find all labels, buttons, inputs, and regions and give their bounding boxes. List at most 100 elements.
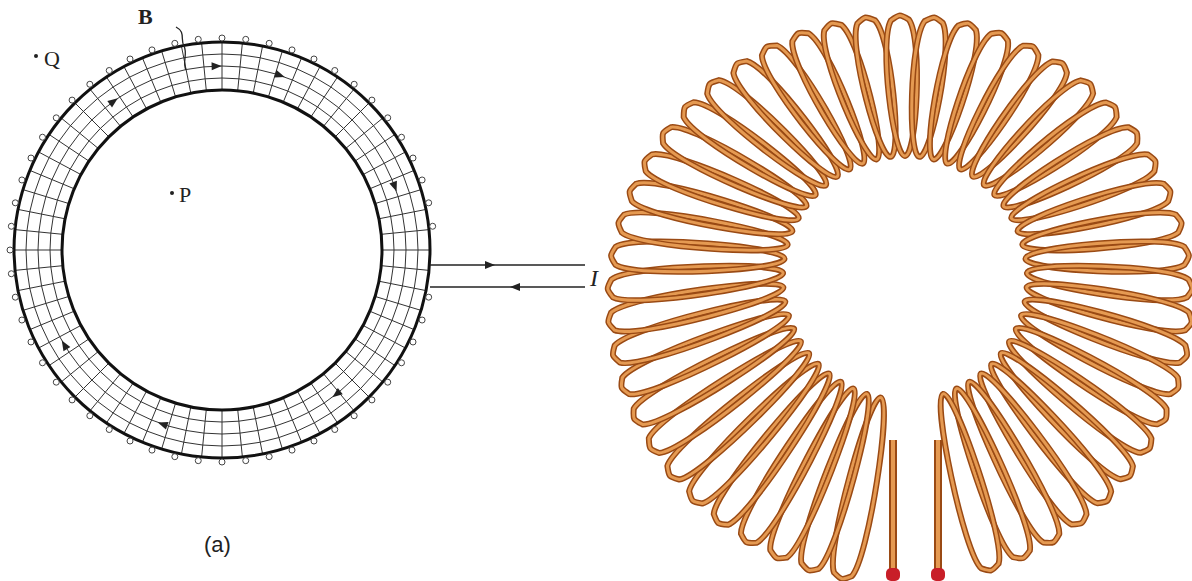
- winding-turn: [69, 397, 75, 403]
- winding-grid: [14, 42, 430, 458]
- winding-line: [202, 409, 207, 457]
- winding-turn: [369, 397, 375, 403]
- winding-turn: [410, 155, 416, 161]
- winding-turn: [289, 447, 295, 453]
- coil-outline: [919, 20, 983, 164]
- winding-line: [142, 398, 160, 442]
- winding-turn: [19, 317, 25, 323]
- winding-turn: [12, 294, 18, 300]
- winding-turn: [311, 438, 317, 444]
- winding-turn: [289, 47, 295, 53]
- winding-line: [15, 230, 63, 235]
- winding-line: [30, 170, 74, 188]
- field-arrow: [58, 339, 70, 352]
- winding-line: [379, 281, 426, 290]
- winding-turn: [266, 40, 272, 46]
- winding-turn: [39, 134, 45, 140]
- coil-turn: [1024, 273, 1192, 338]
- winding-line: [162, 51, 176, 97]
- coil-outline: [980, 354, 1119, 510]
- field-arrow: [274, 70, 286, 81]
- winding-turn: [266, 454, 272, 460]
- coil-leads: [886, 440, 945, 581]
- winding-line: [355, 339, 395, 366]
- coil-wire: [919, 20, 983, 164]
- winding-line: [238, 409, 243, 457]
- winding-line: [14, 250, 62, 251]
- winding-line: [90, 374, 120, 411]
- winding-line: [18, 209, 65, 218]
- winding-turn: [385, 379, 391, 385]
- winding-turn: [172, 454, 178, 460]
- winding-turn: [351, 81, 357, 87]
- winding-line: [311, 77, 338, 117]
- winding-line: [283, 58, 301, 102]
- leader-line: [176, 27, 186, 70]
- lead-wire: [430, 264, 585, 266]
- winding-line: [30, 311, 74, 329]
- winding-turn: [419, 177, 425, 183]
- coil-turn: [626, 177, 796, 246]
- winding-line: [124, 67, 147, 109]
- winding-turn: [69, 97, 75, 103]
- winding-turn: [243, 458, 249, 464]
- winding-line: [75, 363, 109, 397]
- winding-line: [297, 391, 320, 433]
- winding-line: [49, 339, 89, 366]
- winding-turn: [53, 115, 59, 121]
- winding-line: [181, 407, 190, 454]
- current-arrow: [485, 261, 495, 269]
- winding-turn: [87, 81, 93, 87]
- winding-turn: [127, 56, 133, 62]
- winding-line: [39, 152, 81, 175]
- winding-turn: [106, 67, 112, 73]
- winding-line: [253, 46, 262, 93]
- field-line: [38, 66, 406, 434]
- coil-wire: [904, 16, 949, 159]
- winding-turn: [430, 223, 436, 229]
- winding-line: [18, 281, 65, 290]
- winding-line: [355, 134, 395, 161]
- coil-outline: [991, 342, 1141, 486]
- field-label: B: [138, 6, 153, 28]
- field-arrow: [330, 388, 343, 400]
- winding-line: [297, 67, 320, 109]
- winding-line: [363, 152, 405, 175]
- winding-turn: [127, 438, 133, 444]
- point-label: Q: [44, 48, 60, 70]
- coil-turn: [919, 20, 983, 164]
- coil-outline: [626, 177, 796, 246]
- coil-outline: [904, 16, 949, 159]
- winding-turn: [410, 339, 416, 345]
- coil-turn: [904, 16, 949, 159]
- winding-line: [106, 383, 133, 423]
- winding-turn: [8, 223, 14, 229]
- winding-turn: [28, 155, 34, 161]
- lead-wire: [430, 286, 585, 288]
- winding-line: [49, 134, 89, 161]
- field-line: [50, 78, 394, 422]
- winding-turn: [12, 200, 18, 206]
- winding-turn: [39, 360, 45, 366]
- winding-line: [375, 190, 421, 204]
- winding-line: [375, 296, 421, 310]
- toroid-coil: [605, 15, 1192, 581]
- figure-label: (a): [204, 534, 231, 556]
- winding-line: [106, 77, 133, 117]
- winding-line: [23, 190, 69, 204]
- current-arrow: [510, 283, 520, 291]
- winding-turn: [219, 459, 225, 465]
- winding-line: [39, 325, 81, 348]
- winding-turn: [332, 427, 338, 433]
- winding-line: [379, 209, 426, 218]
- winding-turn: [385, 115, 391, 121]
- coil-turn: [660, 342, 819, 487]
- winding-turn: [419, 317, 425, 323]
- winding-turn: [332, 67, 338, 73]
- winding-line: [142, 58, 160, 102]
- point-label: P: [179, 184, 191, 206]
- coil-outline: [660, 342, 819, 487]
- coil-turn: [827, 394, 895, 581]
- winding-line: [268, 403, 282, 449]
- coil-wire: [1024, 273, 1192, 338]
